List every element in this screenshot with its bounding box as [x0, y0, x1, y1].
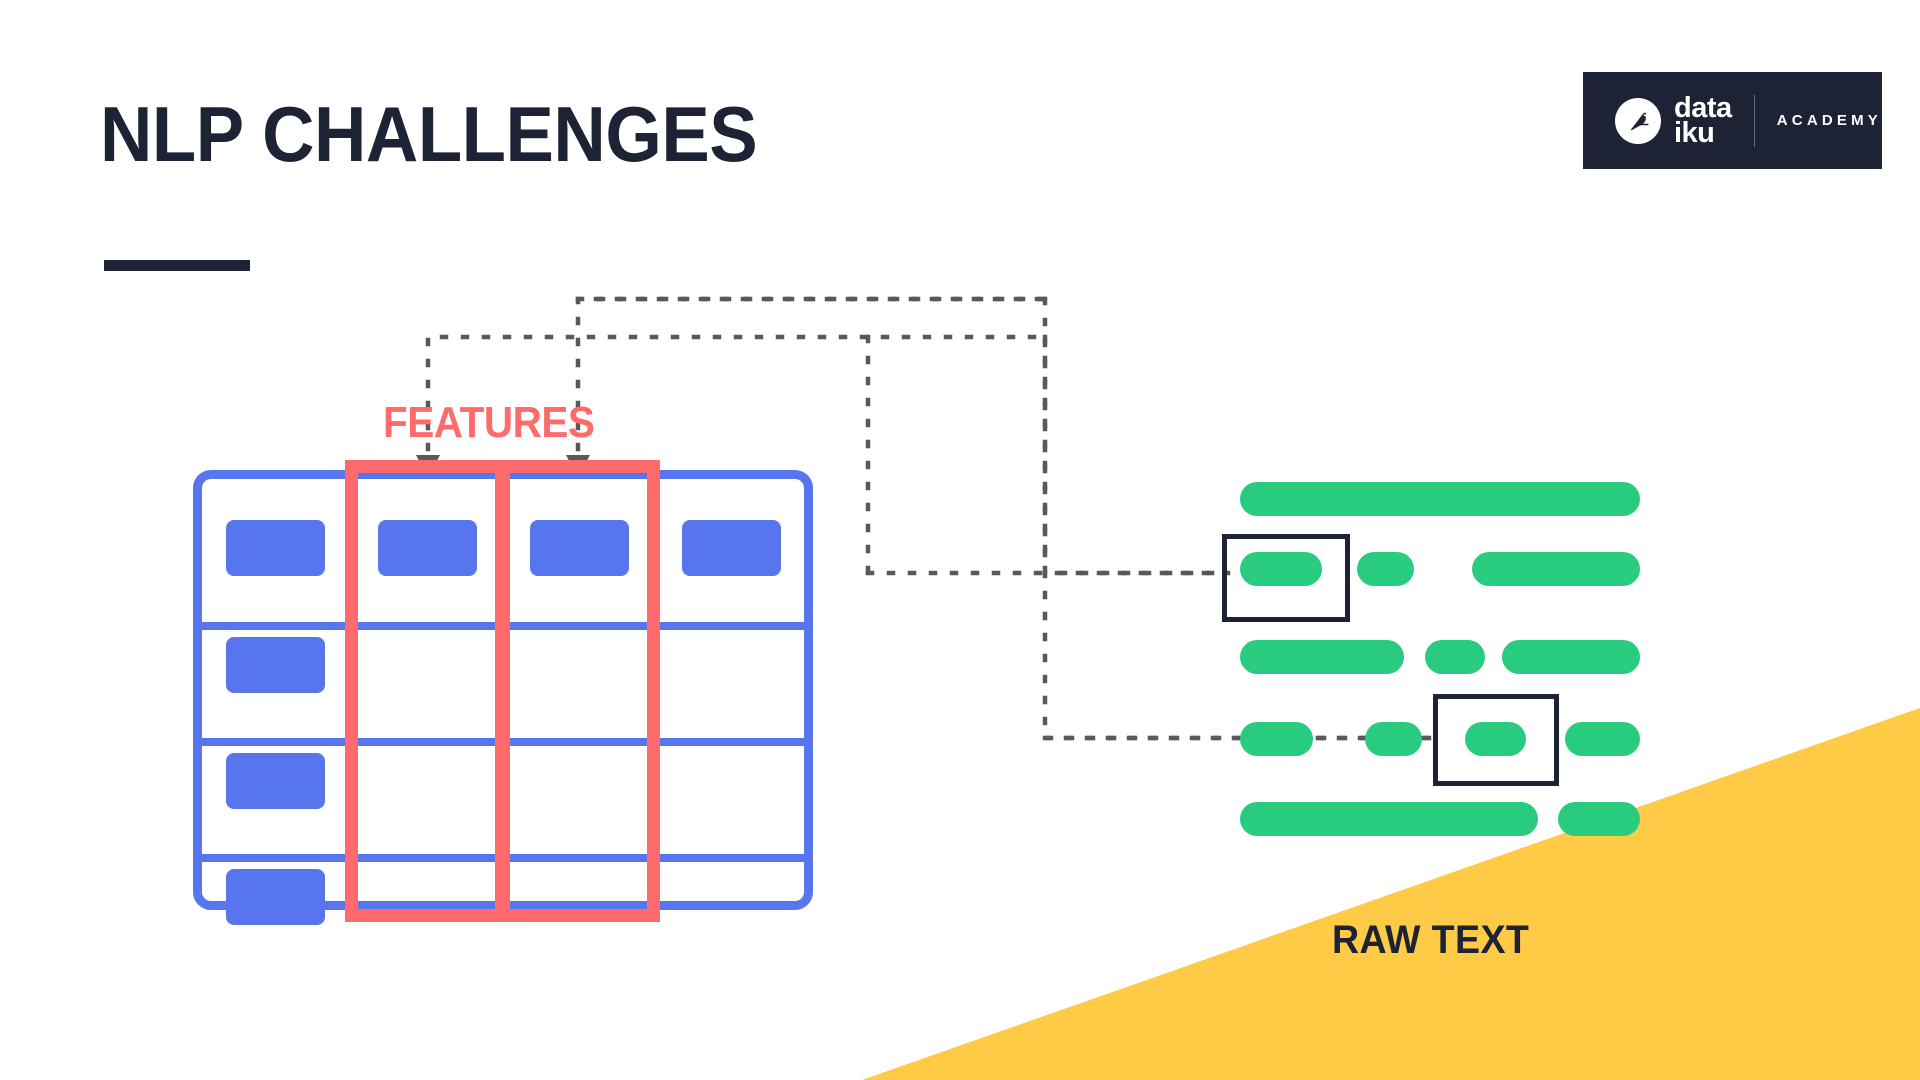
text-pill [1240, 482, 1640, 516]
features-label: FEATURES [383, 398, 595, 447]
table-cell-chip [530, 520, 629, 576]
page-title: NLP CHALLENGES [100, 90, 758, 178]
text-pill [1502, 640, 1640, 674]
text-pill [1472, 552, 1640, 586]
title-block: NLP CHALLENGES [100, 95, 807, 173]
features-table-figure [193, 460, 813, 925]
highlight-box-1 [1222, 534, 1350, 622]
dataiku-academy-logo: data iku ACADEMY [1583, 72, 1882, 169]
table-cell-chip [378, 520, 477, 576]
table-cell-chip [226, 637, 325, 693]
table-cell-chip [682, 520, 781, 576]
text-pill [1240, 640, 1404, 674]
feature-column-highlight-3 [497, 460, 660, 922]
text-pill [1365, 722, 1422, 756]
text-pill [1558, 802, 1640, 836]
raw-text-figure [1222, 482, 1650, 836]
text-pill [1240, 722, 1313, 756]
text-pill [1565, 722, 1640, 756]
logo-divider [1753, 94, 1755, 147]
text-pill [1425, 640, 1485, 674]
text-pill [1465, 722, 1526, 756]
text-pill [1240, 552, 1322, 586]
feature-column-highlight-2 [345, 460, 508, 922]
text-pill [1357, 552, 1414, 586]
dataiku-wordmark: data iku [1674, 92, 1732, 149]
logo-brand-line-1: data [1674, 92, 1732, 125]
table-cell-chip [226, 520, 325, 576]
logo-brand-line-2: iku [1674, 116, 1715, 149]
logo-academy-label: ACADEMY [1776, 112, 1882, 129]
title-underline-rule [104, 260, 250, 271]
text-pill [1240, 802, 1538, 836]
bird-glyph [1630, 112, 1649, 130]
connector-path-a-lower [1042, 334, 1231, 576]
table-cell-chip [226, 753, 325, 809]
connector-path-b-upper-stub [575, 296, 1048, 473]
table-cell-chip [226, 869, 325, 925]
highlight-box-2 [1433, 694, 1559, 786]
dataiku-bird-icon [1615, 97, 1661, 144]
raw-text-caption: RAW TEXT [1332, 918, 1530, 962]
